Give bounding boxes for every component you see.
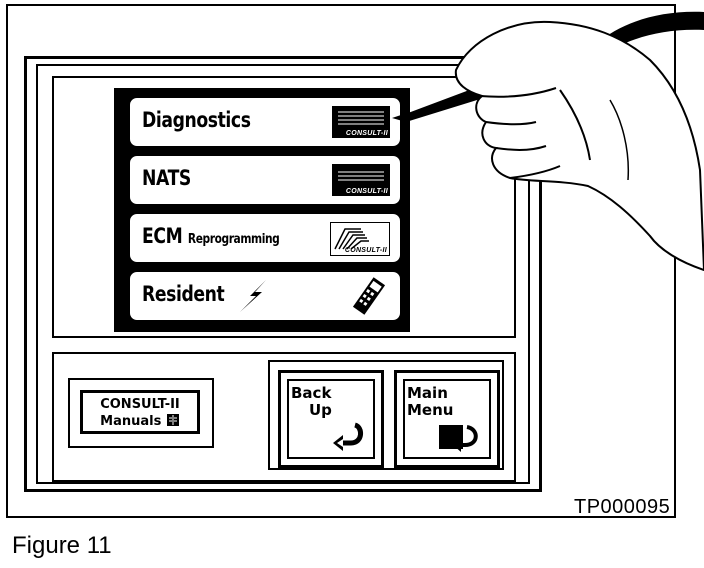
- back-up-face: [287, 379, 375, 459]
- nats-label: NATS: [142, 166, 191, 190]
- resident-button[interactable]: Resident: [128, 270, 402, 322]
- diagnostics-button[interactable]: Diagnostics CONSULT-II: [128, 96, 402, 148]
- main-menu-label: Main Menu: [407, 385, 453, 419]
- consult-ii-logo-icon: CONSULT-II: [332, 164, 390, 196]
- logo-text: CONSULT-II: [345, 130, 388, 137]
- logo-text: CONSULT-II: [344, 247, 387, 254]
- screen-area: [36, 64, 530, 484]
- screen-lines-icon: [338, 171, 384, 181]
- menu-return-icon: [439, 425, 478, 452]
- reprogramming-text: Reprogramming: [187, 232, 280, 247]
- device-frame: [6, 4, 676, 518]
- figure-code: TP000095: [574, 496, 671, 518]
- consult-ii-logo-icon: CONSULT-II: [332, 106, 390, 138]
- back-up-label: Back Up: [291, 385, 332, 419]
- manuals-subtitle: Manuals: [83, 413, 197, 430]
- consult-ii-wave-logo-icon: CONSULT-II: [330, 222, 390, 256]
- consult-ii-manuals-button[interactable]: CONSULT-II Manuals: [68, 378, 214, 448]
- manuals-face: CONSULT-II Manuals: [80, 390, 200, 434]
- book-icon: [166, 414, 179, 426]
- resident-label: Resident: [142, 282, 225, 306]
- main-menu-face: [403, 379, 491, 459]
- main-menu-button[interactable]: Main Menu: [394, 370, 500, 468]
- figure-caption: Figure 11: [12, 532, 112, 559]
- manuals-title: CONSULT-II: [100, 397, 180, 412]
- nats-button[interactable]: NATS CONSULT-II: [128, 154, 402, 206]
- main-text: Main: [407, 384, 448, 402]
- ecm-label: ECM Reprogramming: [142, 224, 280, 248]
- handheld-tester-icon: [352, 277, 386, 315]
- up-text: Up: [309, 401, 332, 419]
- menu-region: [52, 76, 516, 338]
- back-text: Back: [291, 384, 332, 402]
- navigation-group: Back Up Main Menu: [268, 360, 504, 470]
- ecm-reprogramming-button[interactable]: ECM Reprogramming CONSULT-II: [128, 212, 402, 264]
- main-menu-panel: Diagnostics CONSULT-II NATS CONSULT-II: [114, 88, 410, 332]
- control-region: [52, 352, 516, 482]
- hand-stylus-illustration: [392, 11, 704, 272]
- screen-lines-icon: [338, 111, 384, 125]
- return-arrow-icon: [333, 422, 363, 451]
- manuals-text: Manuals: [100, 414, 162, 429]
- menu-text: Menu: [407, 401, 454, 419]
- wave-stripes-icon: [334, 228, 369, 250]
- ecm-text: ECM: [142, 224, 183, 248]
- lightning-bolt-icon: [240, 280, 266, 312]
- logo-text: CONSULT-II: [345, 188, 388, 195]
- back-up-button[interactable]: Back Up: [278, 370, 384, 468]
- diagnostics-label: Diagnostics: [142, 108, 251, 132]
